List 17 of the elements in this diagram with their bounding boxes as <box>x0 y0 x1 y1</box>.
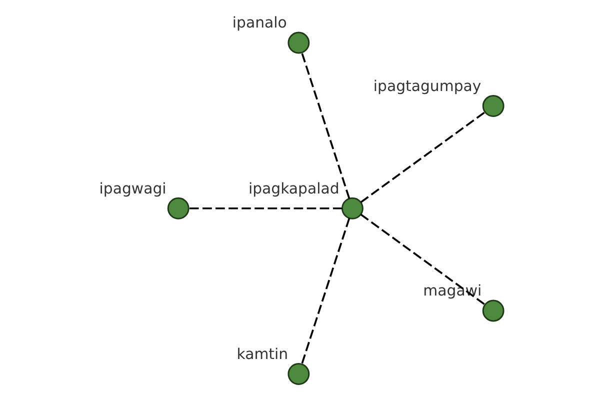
connector <box>360 214 484 306</box>
node-label: ipagtagumpay <box>372 76 481 95</box>
node-label: ipagwagi <box>98 179 166 198</box>
connector <box>188 207 342 210</box>
node-circle <box>287 32 310 54</box>
node-label: magawi <box>422 282 482 300</box>
connector <box>300 52 350 199</box>
node-circle <box>482 300 504 322</box>
node-circle <box>287 363 310 385</box>
node-circle <box>341 197 363 220</box>
node-label: kamtin <box>236 344 288 363</box>
node-circle <box>482 95 504 117</box>
connector <box>360 112 484 204</box>
connector <box>300 218 350 364</box>
node-circle <box>166 197 189 220</box>
node-label: ipanalo <box>232 14 286 32</box>
node-label: ipagkapalad <box>248 179 339 198</box>
